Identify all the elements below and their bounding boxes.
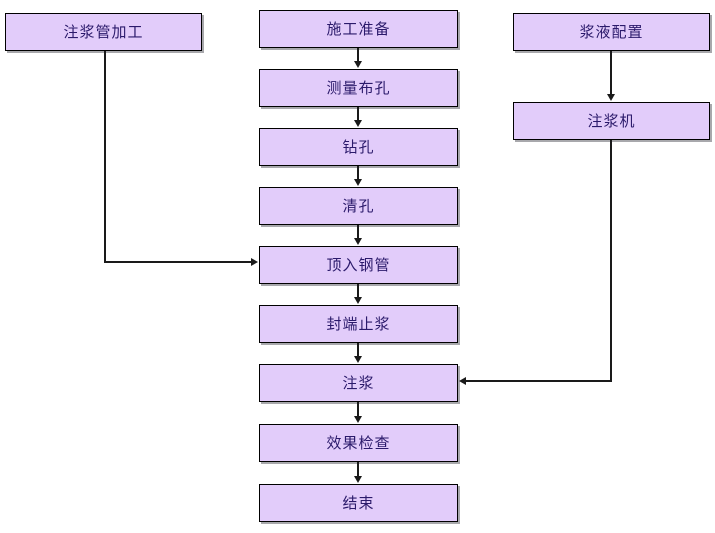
- edge-grouting-to-inspect-line: [357, 402, 359, 417]
- node-label: 注浆机: [587, 111, 636, 130]
- node-pipe-fabrication[interactable]: 注浆管加工: [5, 13, 202, 51]
- node-survey-hole-layout[interactable]: 测量布孔: [259, 69, 458, 107]
- node-effect-inspection[interactable]: 效果检查: [259, 424, 458, 462]
- edge-drill-to-clean-arrowhead: [354, 179, 362, 186]
- edge-survey-to-drill-arrowhead: [354, 120, 362, 127]
- edge-prep-to-survey-line: [357, 48, 359, 62]
- edge-slurrymix-to-groutpump-arrowhead: [607, 94, 615, 101]
- edge-clean-to-pushpipe-arrowhead: [354, 238, 362, 245]
- node-label: 顶入钢管: [326, 255, 391, 274]
- edge-clean-to-pushpipe-line: [357, 225, 359, 239]
- node-grouting[interactable]: 注浆: [259, 364, 458, 402]
- node-drilling[interactable]: 钻孔: [259, 128, 458, 166]
- node-label: 浆液配置: [579, 22, 644, 41]
- edge-pipefab-vertical-line: [104, 51, 106, 263]
- edge-prep-to-survey-arrowhead: [354, 61, 362, 68]
- edge-groutpump-vertical-line: [610, 140, 612, 382]
- edge-survey-to-drill-line: [357, 107, 359, 121]
- edge-pipefab-to-pushpipe-arrowhead: [251, 258, 258, 266]
- node-label: 注浆管加工: [63, 22, 144, 41]
- edge-sealend-to-grouting-arrowhead: [354, 356, 362, 363]
- node-end[interactable]: 结束: [259, 484, 458, 522]
- edge-sealend-to-grouting-line: [357, 343, 359, 357]
- edge-pipefab-horizontal-line: [104, 261, 252, 263]
- node-label: 清孔: [342, 196, 375, 215]
- node-seal-end-stop-grout[interactable]: 封端止浆: [259, 305, 458, 343]
- edge-inspect-to-end-line: [357, 462, 359, 477]
- node-label: 结束: [342, 493, 375, 512]
- node-hole-cleaning[interactable]: 清孔: [259, 187, 458, 225]
- edge-groutpump-to-grouting-arrowhead: [459, 377, 466, 385]
- edge-groutpump-horizontal-line: [466, 380, 612, 382]
- node-label: 施工准备: [326, 19, 391, 38]
- node-label: 注浆: [342, 373, 375, 392]
- node-push-steel-pipe[interactable]: 顶入钢管: [259, 246, 458, 284]
- edge-pushpipe-to-sealend-line: [357, 284, 359, 298]
- node-label: 效果检查: [326, 433, 391, 452]
- node-grouting-machine[interactable]: 注浆机: [513, 102, 710, 140]
- edge-drill-to-clean-line: [357, 166, 359, 180]
- node-label: 封端止浆: [326, 314, 391, 333]
- node-construction-preparation[interactable]: 施工准备: [259, 10, 458, 48]
- edge-grouting-to-inspect-arrowhead: [354, 416, 362, 423]
- edge-slurrymix-to-groutpump-line: [610, 51, 612, 95]
- edge-inspect-to-end-arrowhead: [354, 476, 362, 483]
- node-label: 钻孔: [342, 137, 375, 156]
- node-label: 测量布孔: [326, 78, 391, 97]
- edge-pushpipe-to-sealend-arrowhead: [354, 297, 362, 304]
- node-slurry-preparation[interactable]: 浆液配置: [513, 13, 710, 51]
